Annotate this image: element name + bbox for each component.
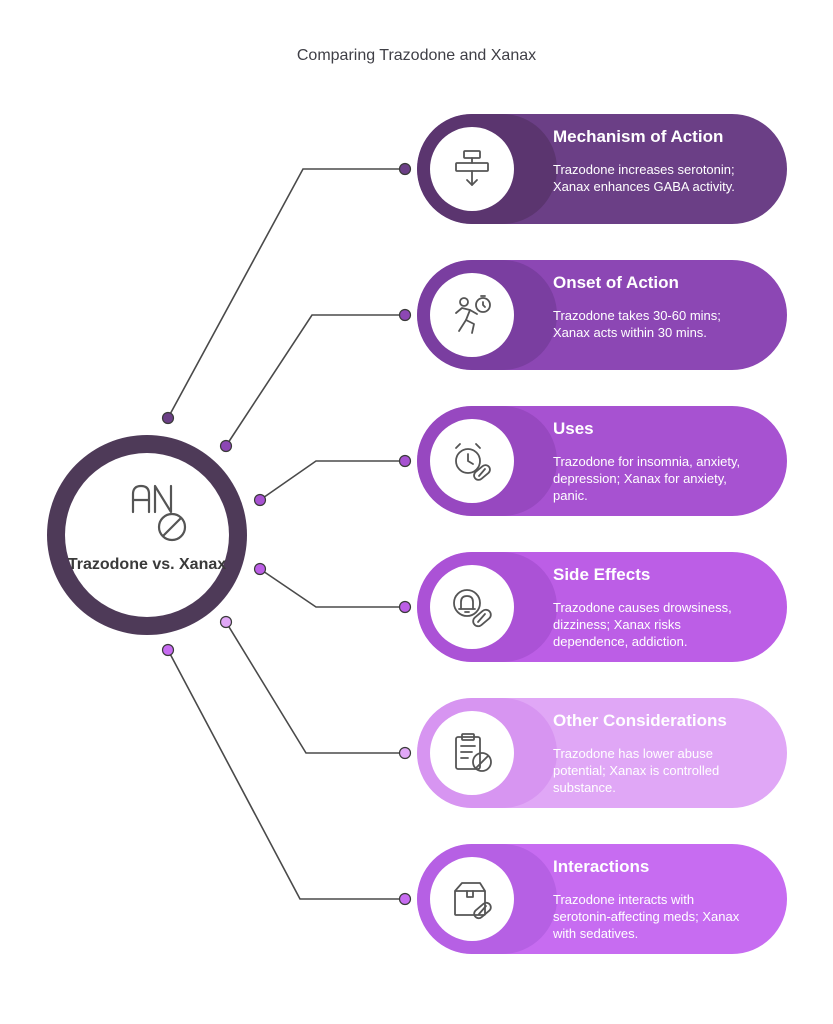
card-title: Onset of Action [553,273,679,292]
card-title: Uses [553,419,594,438]
connector-dot [398,162,412,176]
connector-dot [219,615,233,629]
connector-line [167,168,405,419]
connector-dot [219,439,233,453]
box-pill-icon [454,882,492,920]
card-title: Mechanism of Action [553,127,724,146]
card-interactions: Interactions Trazodone interacts with se… [417,844,787,954]
flowchart-icon [455,150,489,186]
icon-ring [430,127,514,211]
icon-ring [430,711,514,795]
icon-ring [430,419,514,503]
connector-line [167,649,405,900]
page-title: Comparing Trazodone and Xanax [296,47,537,64]
card-title: Other Considerations [553,711,727,730]
connector-line [259,568,405,608]
card-body: Trazodone takes 30-60 mins; Xanax acts w… [553,308,721,340]
card-body: Trazodone increases serotonin; Xanax enh… [553,162,735,194]
icon-ring [430,273,514,357]
card-uses: Uses Trazodone for insomnia, anxiety, de… [417,406,787,516]
card-onset-of-action: Onset of Action Trazodone takes 30-60 mi… [417,260,787,370]
card-title: Interactions [553,857,650,876]
connector-dot [398,454,412,468]
connector-line [225,314,405,447]
card-other-considerations: Other Considerations Trazodone has lower… [417,698,787,808]
card-side-effects: Side Effects Trazodone causes drowsiness… [417,552,787,662]
card-body: Trazodone has lower abuse potential; Xan… [553,746,720,795]
icon-ring [430,565,514,649]
central-hub: Trazodone vs. Xanax [47,435,247,635]
icon-ring [430,857,514,941]
pill-cancel-icon [131,484,187,542]
connector-dot [398,600,412,614]
hub-label: Trazodone vs. Xanax [67,556,227,573]
card-body: Trazodone causes drowsiness, dizziness; … [553,600,732,649]
runner-timer-icon [455,295,491,334]
connector-dot [398,892,412,906]
hub-inner: Trazodone vs. Xanax [65,453,229,617]
connector-dot [253,562,267,576]
alarm-pill-icon [455,443,491,481]
card-body: Trazodone for insomnia, anxiety, depress… [553,454,741,503]
connector-dot [161,643,175,657]
connector-line [259,460,405,501]
card-title: Side Effects [553,565,651,584]
connector-dot [398,746,412,760]
clipboard-cancel-icon [455,733,492,772]
card-mechanism-of-action: Mechanism of Action Trazodone increases … [417,114,787,224]
card-body: Trazodone interacts with serotonin-affec… [553,892,740,941]
connector-dot [161,411,175,425]
connector-dot [253,493,267,507]
connector-line [225,621,405,754]
connector-dot [398,308,412,322]
bell-pill-icon [453,589,492,628]
